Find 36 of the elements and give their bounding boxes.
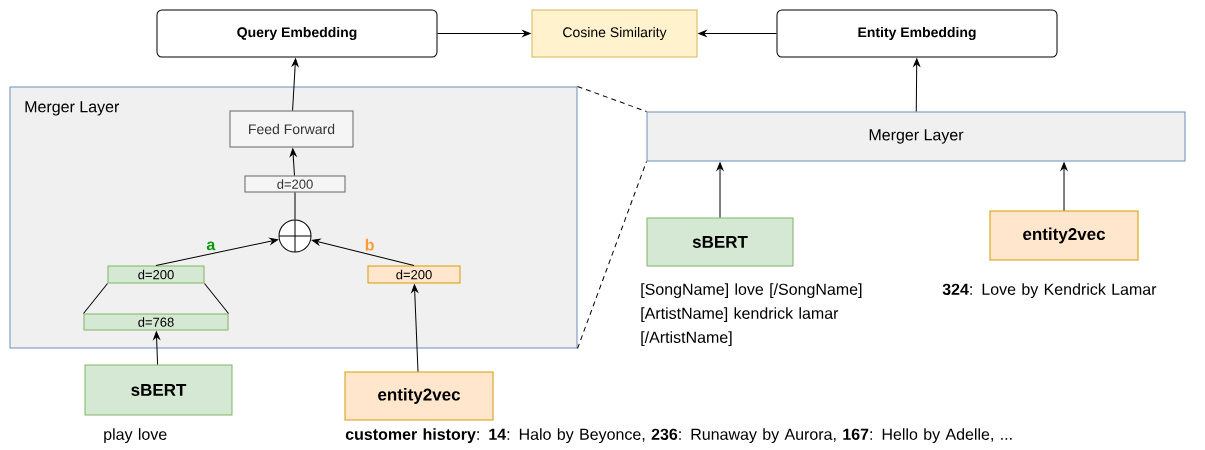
vector-box: d=200	[367, 265, 461, 284]
embedding-box: Query Embedding	[156, 9, 438, 58]
encoder-box: sBERT	[646, 217, 794, 267]
arrow	[698, 30, 777, 37]
connector-line	[204, 283, 229, 314]
layer-box: Merger Layer	[646, 111, 1186, 162]
vector-box: d=200	[244, 175, 346, 193]
arrow	[913, 58, 921, 112]
encoder-box: sBERT	[84, 364, 233, 416]
arrow	[289, 148, 297, 176]
connector-line	[294, 192, 296, 220]
arrow	[155, 237, 279, 266]
arrow	[411, 284, 419, 372]
arrow	[153, 331, 160, 365]
embedding-box: Entity Embedding	[776, 9, 1058, 58]
connector-line	[83, 283, 108, 314]
arrow	[437, 30, 531, 37]
similarity-box: Cosine Similarity	[531, 9, 698, 58]
zoom-line	[577, 86, 647, 112]
encoder-box: entity2vec	[344, 371, 494, 421]
layer-box: Feed Forward	[229, 110, 354, 148]
caption-text: customer history: 14: Halo by Beyonce, 236: Runaway by Aurora, 167: Hello by Adelle, ...	[345, 428, 1012, 444]
arrow	[716, 162, 724, 218]
caption-text: 324: Love by Kendrick Lamar	[942, 283, 1157, 299]
sum-circle	[278, 219, 312, 253]
arrow	[311, 238, 415, 266]
caption-text: play love	[104, 428, 167, 444]
arrow	[1060, 162, 1068, 211]
arrow	[291, 58, 299, 111]
vector-box: d=200	[107, 265, 205, 284]
encoder-box: entity2vec	[989, 210, 1139, 261]
edge-label: b	[365, 238, 374, 251]
vector-box: d=768	[83, 313, 229, 331]
edge-label: a	[206, 241, 216, 251]
caption-text: [SongName] love [/SongName] [ArtistName] kendrick lamar [/ArtistName]	[641, 283, 862, 347]
zoom-line	[577, 161, 647, 349]
